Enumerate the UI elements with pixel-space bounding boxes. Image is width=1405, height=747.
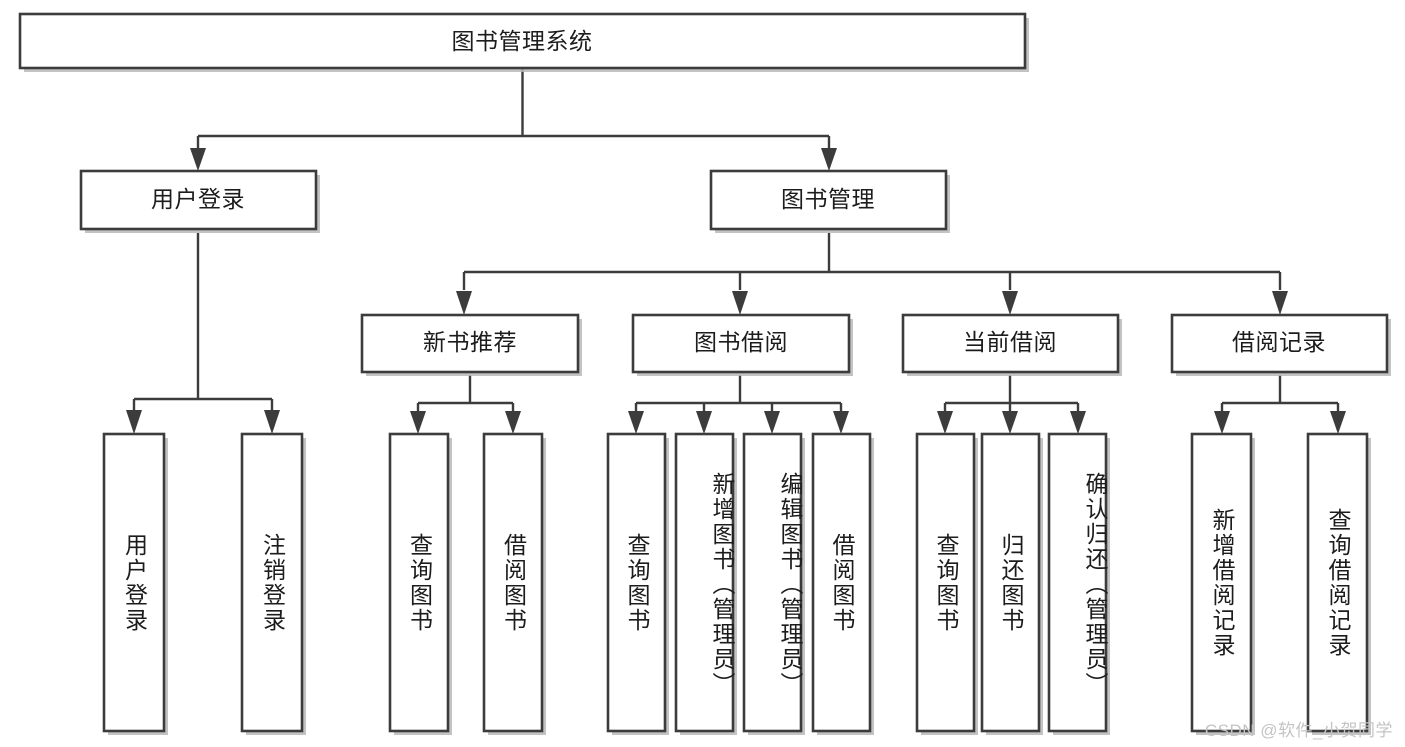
node-book-borrow-rect[interactable] [631, 313, 851, 374]
leaf-borrow-record-2-rect[interactable] [1306, 432, 1369, 733]
node-borrow-record-label: 借阅记录 [1232, 329, 1326, 355]
leaf-current-borrow-1[interactable] [915, 432, 978, 735]
node-book-manage-label: 图书管理 [781, 186, 875, 212]
node-user-login[interactable]: 用户登录 [79, 169, 320, 233]
leaf-current-borrow-2-rect[interactable] [980, 432, 1041, 733]
leaf-book-borrow-1[interactable] [606, 432, 669, 735]
leaf-current-borrow-3[interactable] [1047, 432, 1110, 735]
leaf-current-borrow-3-rect[interactable] [1047, 432, 1108, 733]
csdn-watermark: CSDN @软件_小贺同学 [1204, 721, 1393, 740]
leaf-current-borrow-1-rect[interactable] [915, 432, 976, 733]
arrow-bookborrow-leaf-2 [696, 411, 712, 434]
arrow-to-borrow-record [1272, 291, 1288, 315]
leaf-user-login-1-rect[interactable] [102, 432, 166, 733]
arrow-newbook-leaf-1 [410, 411, 426, 434]
leaf-user-login-1[interactable] [102, 432, 168, 735]
arrow-to-book-manage [821, 148, 837, 171]
leaf-book-borrow-3-rect[interactable] [742, 432, 803, 733]
leaf-book-borrow-4-rect[interactable] [811, 432, 872, 733]
node-root[interactable]: 图书管理系统 [18, 12, 1029, 72]
node-book-manage-rect[interactable] [709, 169, 948, 231]
arrow-borrowrecord-leaf-2 [1330, 411, 1346, 434]
leaf-book-borrow-2[interactable] [674, 432, 737, 735]
arrow-newbook-leaf-2 [505, 411, 521, 434]
leaf-current-borrow-2[interactable] [980, 432, 1043, 735]
node-book-borrow[interactable]: 图书借阅 [631, 313, 853, 376]
arrow-to-current-borrow [1002, 291, 1018, 315]
node-book-borrow-label: 图书借阅 [694, 329, 788, 355]
arrow-to-user-login [190, 148, 206, 171]
node-borrow-record-rect[interactable] [1170, 313, 1389, 374]
leaf-user-login-2[interactable] [240, 432, 306, 735]
node-current-borrow-label: 当前借阅 [963, 329, 1057, 355]
node-user-login-rect[interactable] [79, 169, 318, 231]
leaf-new-book-2-rect[interactable] [482, 432, 544, 733]
node-borrow-record[interactable]: 借阅记录 [1170, 313, 1391, 376]
leaf-borrow-record-2[interactable] [1306, 432, 1371, 735]
connector-layer [126, 68, 1346, 434]
leaf-book-borrow-4[interactable] [811, 432, 874, 735]
node-new-book-recommend[interactable]: 新书推荐 [360, 313, 582, 376]
leaf-book-borrow-3[interactable] [742, 432, 805, 735]
arrow-currentborrow-leaf-1 [937, 411, 953, 434]
arrow-borrowrecord-leaf-1 [1214, 411, 1230, 434]
arrow-currentborrow-leaf-2 [1002, 411, 1018, 434]
node-current-borrow[interactable]: 当前借阅 [901, 313, 1122, 376]
arrow-to-new-book [456, 291, 472, 315]
arrow-bookborrow-leaf-4 [833, 411, 849, 434]
node-root-label: 图书管理系统 [452, 28, 593, 54]
leaf-book-borrow-1-rect[interactable] [606, 432, 667, 733]
arrow-to-book-borrow [732, 291, 748, 315]
leaf-book-borrow-2-rect[interactable] [674, 432, 735, 733]
arrow-to-leaf-logout [264, 410, 280, 434]
node-current-borrow-rect[interactable] [901, 313, 1120, 374]
leaf-borrow-record-1-rect[interactable] [1190, 432, 1253, 733]
leaf-borrow-record-1[interactable] [1190, 432, 1255, 735]
arrow-currentborrow-leaf-3 [1070, 411, 1086, 434]
node-user-login-label: 用户登录 [151, 186, 245, 212]
arrow-bookborrow-leaf-3 [764, 411, 780, 434]
node-root-rect[interactable] [18, 12, 1027, 70]
leaf-new-book-1-rect[interactable] [388, 432, 450, 733]
node-new-book-recommend-label: 新书推荐 [423, 329, 517, 355]
leaf-user-login-2-rect[interactable] [240, 432, 304, 733]
arrow-to-leaf-user-login [126, 410, 142, 434]
node-new-book-recommend-rect[interactable] [360, 313, 580, 374]
node-book-manage[interactable]: 图书管理 [709, 169, 950, 233]
leaf-new-book-2[interactable] [482, 432, 546, 735]
arrow-bookborrow-leaf-1 [628, 411, 644, 434]
leaf-new-book-1[interactable] [388, 432, 452, 735]
